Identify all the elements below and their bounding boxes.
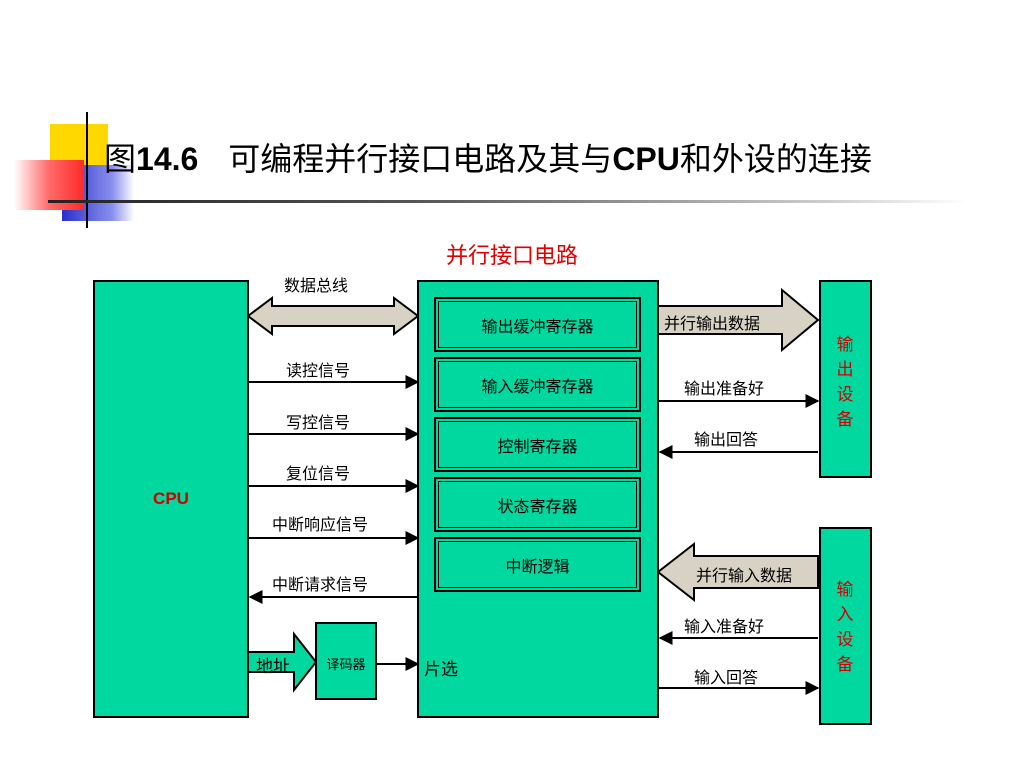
reset-signal-label: 复位信号 [286,464,351,483]
input-buffer-register: 输入缓冲寄存器 [434,357,641,412]
chip-select-label: 片选 [424,660,458,680]
decor-vertical-line [86,112,88,228]
output-device-block [819,280,872,478]
input-ready-label: 输入准备好 [684,617,765,636]
decoder-label: 译码器 [326,658,366,673]
read-control-label: 读控信号 [286,361,351,380]
interrupt-logic: 中断逻辑 [434,537,641,592]
interface-title: 并行接口电路 [446,244,579,269]
output-device-label: 输 出 设 备 [836,335,854,430]
decor-horizontal-line [48,200,968,203]
interrupt-ack-label: 中断响应信号 [272,515,369,534]
output-ready-label: 输出准备好 [684,379,765,398]
interrupt-request-label: 中断请求信号 [272,575,369,594]
parallel-output-label: 并行输出数据 [664,314,761,333]
address-arrow [247,631,318,693]
output-buffer-register: 输出缓冲寄存器 [434,297,641,352]
input-ack-label: 输入回答 [694,668,759,687]
decoder-block: 译码器 [315,622,377,700]
data-bus-arrow [246,296,420,336]
control-register: 控制寄存器 [434,417,641,472]
parallel-output-arrow [657,287,820,353]
data-bus-label: 数据总线 [284,276,349,295]
address-label: 地址 [256,657,290,677]
input-device-label: 输 入 设 备 [836,580,854,675]
cpu-block: CPU [93,280,249,718]
status-register: 状态寄存器 [434,477,641,532]
output-ack-label: 输出回答 [694,430,759,449]
parallel-input-arrow [656,541,819,603]
input-device-block [819,527,872,725]
write-control-label: 写控信号 [286,413,351,432]
parallel-input-label: 并行输入数据 [696,566,793,585]
cpu-label: CPU [153,489,189,508]
